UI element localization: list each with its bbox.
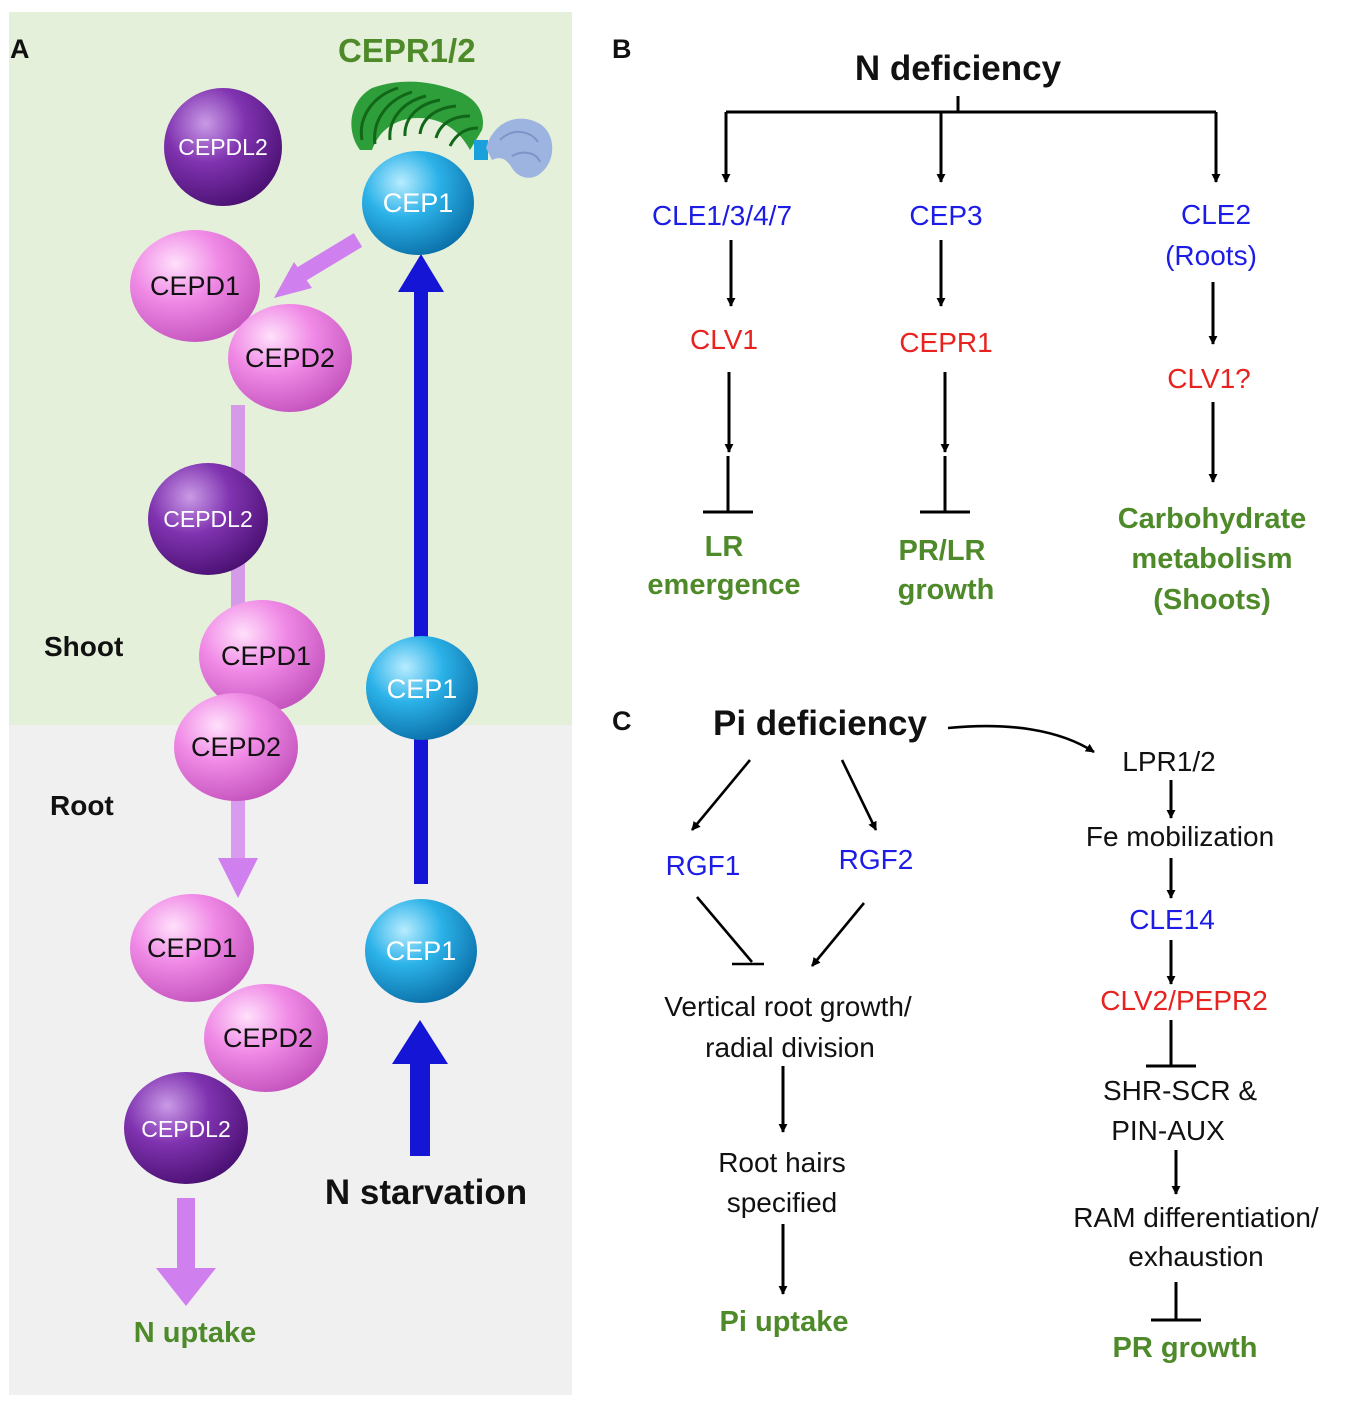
c-cle14: CLE14 <box>1129 904 1215 935</box>
svg-text:CEPD2: CEPD2 <box>191 732 281 762</box>
cepr-receptor-icon <box>351 81 553 178</box>
c-root-hairs-1: Root hairs <box>718 1147 846 1178</box>
svg-text:CEPDL2: CEPDL2 <box>163 506 252 532</box>
panel-a: A CEPR1/2 Shoot Root CEPDL2 <box>9 12 572 1395</box>
blue-long-arrow-head <box>398 254 444 292</box>
svg-text:CEPD1: CEPD1 <box>221 641 311 671</box>
cepd1-low: CEPD1 <box>130 894 254 1002</box>
cepd2-top: CEPD2 <box>228 304 352 412</box>
b-clv1q: CLV1? <box>1167 363 1251 394</box>
violet-receptor-arrow-shaft <box>295 233 363 282</box>
b-lr: LR <box>705 531 744 563</box>
violet-down-arrow-head <box>218 858 258 898</box>
violet-receptor-arrow-head <box>274 262 312 298</box>
b-cle1347: CLE1/3/4/7 <box>652 200 792 231</box>
b-shoots: (Shoots) <box>1153 584 1271 616</box>
cepd1-top: CEPD1 <box>130 230 260 342</box>
svg-text:CEPD2: CEPD2 <box>223 1023 313 1053</box>
c-ram-1: RAM differentiation/ <box>1073 1202 1319 1233</box>
blue-long-arrow-shaft <box>414 286 428 884</box>
cepdl2-top: CEPDL2 <box>164 88 282 206</box>
c-arrow-to-rgf1 <box>690 759 752 831</box>
panel-c: C Pi deficiency RGF1 RGF2 Vertical root … <box>612 704 1319 1364</box>
svg-text:CEP1: CEP1 <box>386 936 457 966</box>
svg-text:CEPD1: CEPD1 <box>147 933 237 963</box>
panel-c-label: C <box>612 706 632 736</box>
blue-short-arrow-shaft <box>410 1058 430 1156</box>
blue-short-arrow-head <box>392 1020 448 1064</box>
b-metabolism: metabolism <box>1131 543 1292 575</box>
shoot-label: Shoot <box>44 631 123 662</box>
cepd1-mid: CEPD1 <box>199 600 325 712</box>
svg-text:CEPD2: CEPD2 <box>245 343 335 373</box>
b-clv1: CLV1 <box>690 324 758 355</box>
panel-a-label: A <box>10 34 30 64</box>
violet-uptake-arrow-head <box>156 1268 216 1306</box>
panel-b-title: N deficiency <box>855 49 1062 88</box>
c-rgf2: RGF2 <box>839 844 914 875</box>
b-cep3: CEP3 <box>909 200 982 231</box>
c-root-growth-1: Vertical root growth/ <box>664 991 912 1022</box>
c-clv2: CLV2/PEPR2 <box>1100 985 1268 1016</box>
n-uptake-label: N uptake <box>134 1317 256 1349</box>
b-growth: growth <box>898 574 995 606</box>
b-emergence: emergence <box>647 569 800 601</box>
n-starvation-label: N starvation <box>325 1173 527 1212</box>
b-cle2: CLE2 <box>1181 199 1251 230</box>
panel-c-title: Pi deficiency <box>713 704 928 743</box>
svg-text:CEPD1: CEPD1 <box>150 271 240 301</box>
c-arrow-to-lpr <box>947 724 1095 754</box>
cepdl2-mid: CEPDL2 <box>148 463 268 575</box>
panel-b: B N deficiency CLE1/3/4/7 CEP3 CLE2 (Roo… <box>612 34 1306 616</box>
cepdl2-low: CEPDL2 <box>124 1072 248 1184</box>
cep1-receptor: CEP1 <box>362 151 474 255</box>
c-shr-1: SHR-SCR & <box>1103 1075 1257 1106</box>
c-root-hairs-2: specified <box>727 1187 838 1218</box>
cepd2-low: CEPD2 <box>204 984 328 1092</box>
b-prlr: PR/LR <box>899 535 986 567</box>
c-arrow-to-rgf2 <box>840 759 878 831</box>
c-root-growth-2: radial division <box>705 1032 875 1063</box>
cepr-label: CEPR1/2 <box>338 32 476 69</box>
c-rgf1: RGF1 <box>666 850 741 881</box>
c-pi-uptake: Pi uptake <box>720 1306 849 1338</box>
c-pr-growth: PR growth <box>1113 1332 1258 1364</box>
cepd2-mid: CEPD2 <box>174 693 298 801</box>
c-lpr: LPR1/2 <box>1122 746 1215 777</box>
b-carbohydrate: Carbohydrate <box>1118 503 1307 535</box>
svg-text:CEPDL2: CEPDL2 <box>141 1116 230 1142</box>
cep1-mid: CEP1 <box>366 636 478 740</box>
svg-text:CEPDL2: CEPDL2 <box>178 134 267 160</box>
c-ram-2: exhaustion <box>1128 1241 1263 1272</box>
root-label: Root <box>50 790 114 821</box>
b-cle2-roots: (Roots) <box>1165 240 1257 271</box>
cep1-low: CEP1 <box>365 899 477 1003</box>
c-rgf1-inhibit <box>696 896 753 963</box>
c-fe: Fe mobilization <box>1086 821 1274 852</box>
panel-b-label: B <box>612 34 632 64</box>
c-shr-2: PIN-AUX <box>1111 1115 1225 1146</box>
svg-text:CEP1: CEP1 <box>387 674 458 704</box>
svg-text:CEP1: CEP1 <box>383 188 454 218</box>
b-cepr1: CEPR1 <box>899 327 992 358</box>
violet-uptake-arrow-shaft <box>177 1198 195 1270</box>
c-rgf2-arrow <box>810 902 866 967</box>
